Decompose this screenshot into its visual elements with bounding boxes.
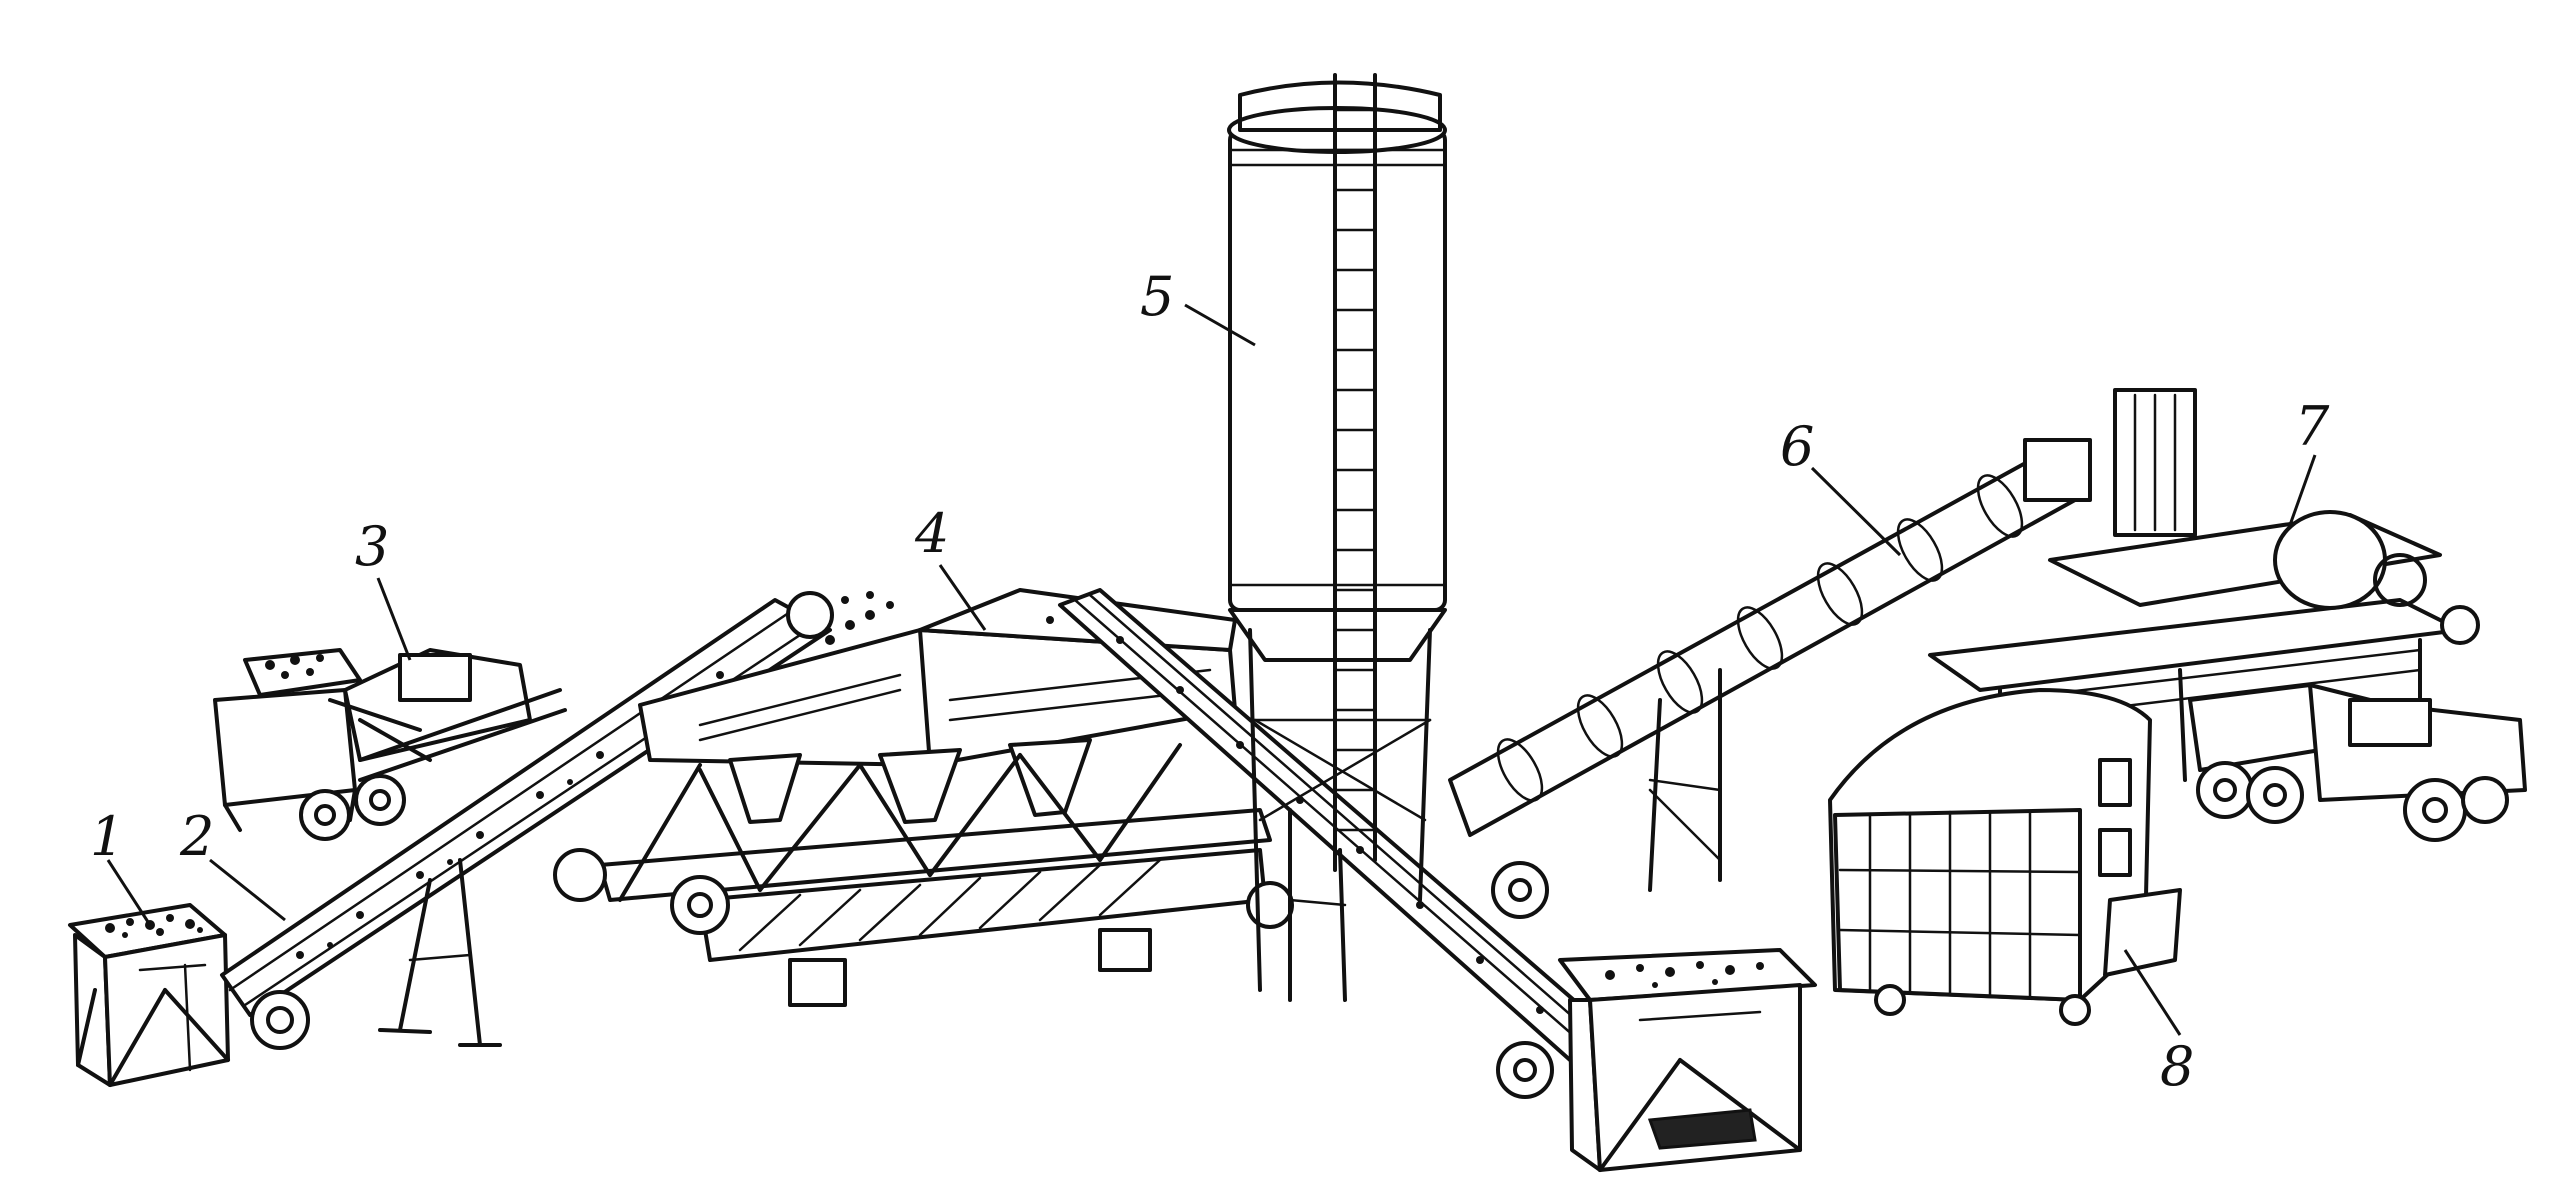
callout-5: 5: [1140, 265, 1174, 328]
callout-2: 2: [179, 805, 214, 868]
leader-line-3: [376, 577, 412, 661]
tube-conveyor: [1448, 438, 2092, 919]
loader-truck: [213, 648, 567, 841]
callouts: 1 2 3 4 5 6 7 8: [90, 265, 2330, 1098]
callout-1: 1: [90, 805, 124, 868]
leader-line-4: [938, 564, 987, 631]
leader-lines: [106, 303, 2317, 1036]
leader-line-7: [2288, 454, 2317, 526]
leader-line-2: [209, 858, 286, 922]
leader-line-1: [106, 859, 152, 926]
leader-line-5: [1184, 303, 1256, 347]
mixing-unit: [1928, 388, 2527, 842]
callout-7: 7: [2295, 395, 2330, 458]
leader-line-6: [1810, 466, 1902, 557]
callout-6: 6: [1780, 415, 1814, 478]
callout-3: 3: [355, 515, 389, 578]
aggregate-bins-frame: [553, 588, 1294, 1007]
callout-8: 8: [2160, 1035, 2194, 1098]
receiving-hopper-left: [68, 903, 230, 1087]
callout-4: 4: [914, 502, 949, 565]
receiving-hopper-right: [1558, 948, 1817, 1172]
cement-silo: [1227, 73, 1447, 992]
site-trailer: [1828, 688, 2182, 1026]
leader-line-8: [2123, 949, 2182, 1036]
